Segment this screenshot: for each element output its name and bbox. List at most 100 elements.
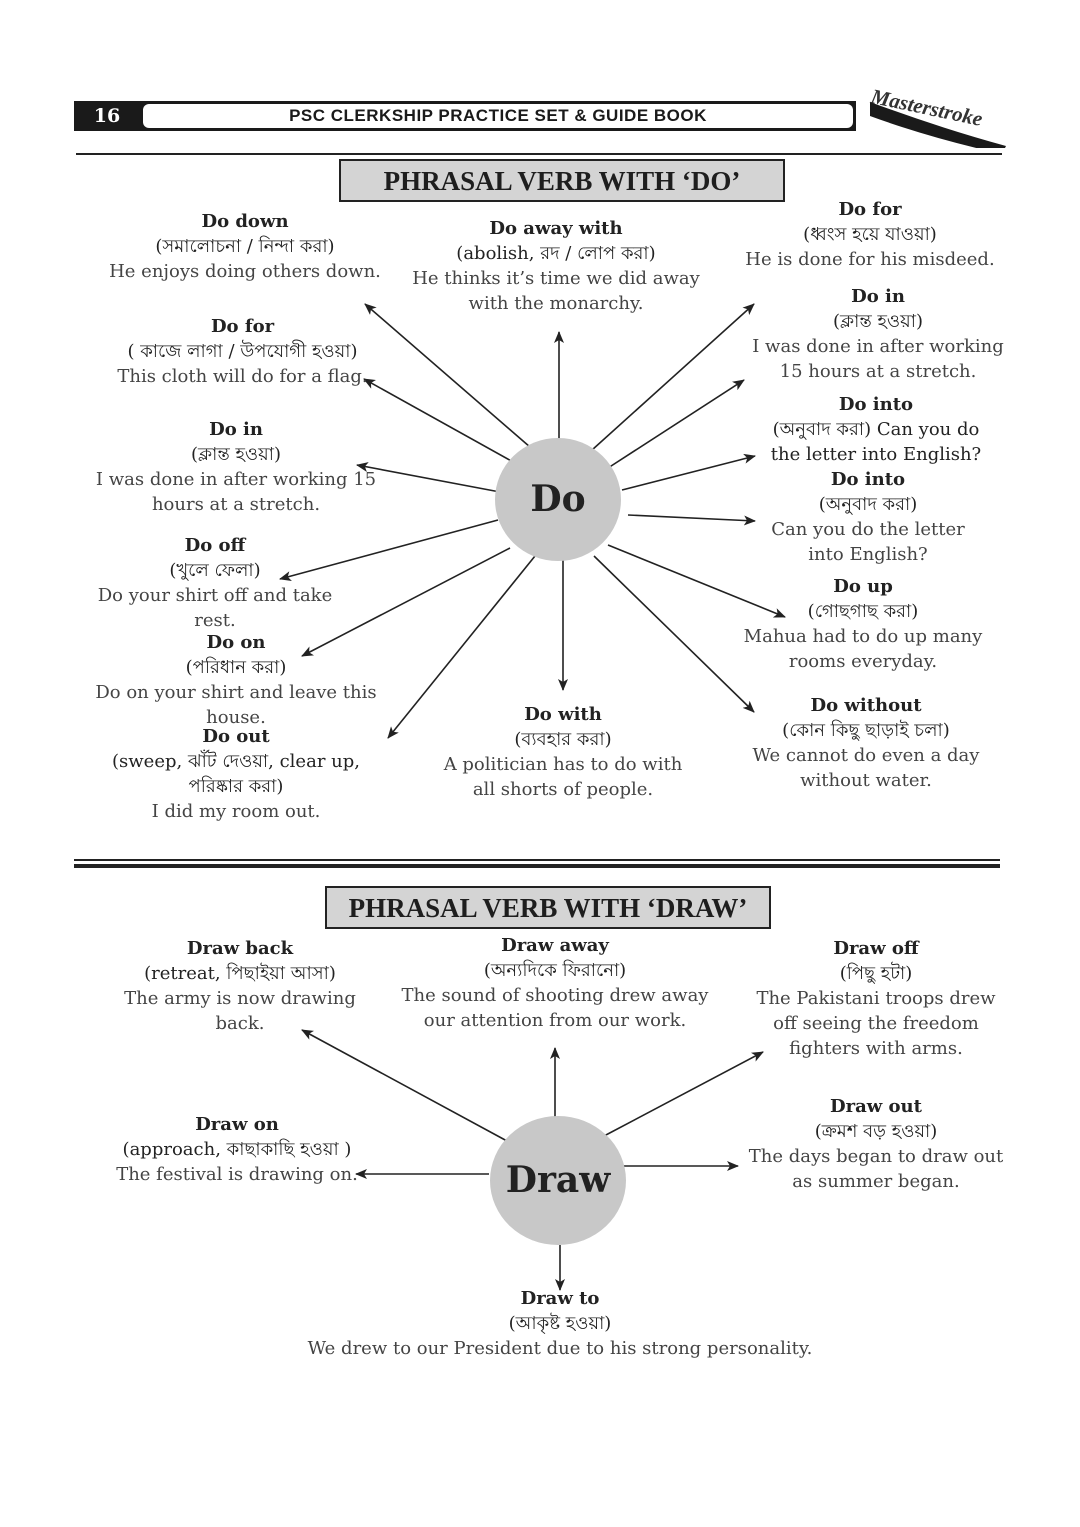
meaning: (পরিধান করা)	[185, 657, 287, 678]
do-up-entry: Do up (গোছগাছ করা) Mahua had to do up ma…	[725, 574, 1001, 674]
do-for-entry-2: Do for ( কাজে লাগা / উপযোগী হওয়া) This …	[100, 314, 385, 389]
term: Do away with	[489, 218, 623, 239]
arrow-do-for-2	[363, 378, 516, 464]
term: Do without	[810, 695, 922, 716]
term: Do in	[851, 286, 905, 307]
do-down-entry: Do down (সমালোচনা / নিন্দা করা) He enjoy…	[100, 209, 390, 284]
term: Draw on	[195, 1114, 279, 1135]
do-into-entry-1: Do into (অনুবাদ করা) Can you do the lett…	[760, 392, 992, 467]
meaning: (retreat, পিছাইয়া আসা)	[144, 963, 336, 984]
arrow-draw-back	[301, 1029, 508, 1142]
term: Do in	[209, 419, 263, 440]
example: A politician has to do with all shorts o…	[443, 754, 683, 800]
term: Do into	[838, 394, 914, 415]
example: Do your shirt off and take rest.	[97, 585, 333, 631]
meaning: (খুলে ফেলা)	[169, 560, 261, 581]
meaning: (পিছু হটা)	[839, 963, 913, 984]
meaning: (ক্লান্ত হওয়া)	[832, 311, 923, 332]
meaning: (abolish, রদ / লোপ করা)	[456, 243, 656, 264]
arrow-do-without	[593, 555, 755, 713]
arrow-do-down	[364, 303, 531, 448]
brand-swoosh	[870, 102, 1006, 148]
do-without-entry: Do without (কোন কিছু ছাড়াই চলা) We cann…	[728, 693, 1004, 793]
term: Do off	[184, 535, 246, 556]
arrow-do-in-1	[607, 379, 745, 469]
do-for-entry-1: Do for (ধ্বংস হয়ে যাওয়া) He is done fo…	[740, 197, 1000, 272]
meaning: (গোছগাছ করা)	[807, 601, 919, 622]
arrow-do-into-2	[627, 514, 756, 526]
meaning: (ক্লান্ত হওয়া)	[190, 444, 281, 465]
term: Do into	[830, 469, 906, 490]
draw-to-entry: Draw to (আকৃষ্ট হওয়া) We drew to our Pr…	[300, 1286, 820, 1361]
example: I was done in after working 15 hours at …	[752, 336, 1004, 382]
do-out-entry: Do out (sweep, ঝাঁট দেওয়া, clear up, পর…	[92, 724, 380, 824]
example: He enjoys doing others down.	[109, 261, 381, 282]
example: I was done in after working 15 hours at …	[95, 469, 377, 515]
example: The army is now drawing back.	[124, 988, 356, 1034]
meaning: (সমালোচনা / নিন্দা করা)	[155, 236, 335, 257]
meaning: (approach, কাছাকাছি হওয়া )	[122, 1139, 352, 1160]
meaning: (ধ্বংস হয়ে যাওয়া)	[803, 224, 937, 245]
meaning: (কোন কিছু ছাড়াই চলা)	[782, 720, 950, 741]
page-number: 16	[74, 101, 140, 131]
book-title: PSC CLERKSHIP PRACTICE SET & GUIDE BOOK	[143, 104, 853, 128]
meaning: (অনুবাদ করা)	[818, 494, 918, 515]
arrow-draw-off	[603, 1051, 764, 1137]
arrow-do-up	[607, 544, 786, 618]
arrow-do-in-2	[356, 462, 501, 493]
arrow-do-into-1	[621, 453, 756, 491]
example: The Pakistani troops drew off seeing the…	[756, 988, 996, 1059]
draw-away-entry: Draw away (অন্যদিকে ফিরানো) The sound of…	[396, 933, 714, 1033]
do-into-entry-2: Do into (অনুবাদ করা) Can you do the lett…	[752, 467, 984, 567]
arrow-do-off	[279, 519, 499, 581]
example: He is done for his misdeed.	[745, 249, 995, 270]
meaning: (ব্যবহার করা)	[514, 729, 612, 750]
term: Do down	[201, 211, 289, 232]
section-divider	[74, 859, 1000, 861]
draw-on-entry: Draw on (approach, কাছাকাছি হওয়া ) The …	[116, 1112, 358, 1187]
do-off-entry: Do off (খুলে ফেলা) Do your shirt off and…	[82, 533, 348, 633]
arrow-do-for-1	[591, 303, 755, 451]
example: The sound of shooting drew away our atte…	[401, 985, 709, 1031]
meaning: (আকৃষ্ট হওয়া)	[508, 1313, 612, 1334]
term: Draw out	[830, 1096, 922, 1117]
term: Draw back	[186, 938, 294, 959]
meaning: ( কাজে লাগা / উপযোগী হওয়া)	[127, 341, 358, 362]
meaning: (sweep, ঝাঁট দেওয়া, clear up, পরিষ্কার …	[112, 751, 360, 797]
example: This cloth will do for a flag.	[117, 366, 368, 387]
draw-out-entry: Draw out (ক্রমশ বড় হওয়া) The days bega…	[748, 1094, 1004, 1194]
meaning: (অনুবাদ করা) Can you do the letter into …	[770, 419, 982, 465]
term: Do up	[833, 576, 893, 597]
example: He thinks it’s time we did away with the…	[412, 268, 700, 314]
do-in-entry-1: Do in (ক্লান্ত হওয়া) I was done in afte…	[752, 284, 1004, 384]
meaning: (অন্যদিকে ফিরানো)	[483, 960, 627, 981]
do-with-entry: Do with (ব্যবহার করা) A politician has t…	[436, 702, 690, 802]
term: Do with	[524, 704, 602, 725]
example: I did my room out.	[151, 801, 321, 822]
term: Draw to	[520, 1288, 600, 1309]
meaning: (ক্রমশ বড় হওয়া)	[814, 1121, 938, 1142]
do-section-title: PHRASAL VERB WITH ‘DO’	[339, 159, 785, 202]
draw-back-entry: Draw back (retreat, পিছাইয়া আসা) The ar…	[104, 936, 376, 1036]
example: The days began to draw out as summer beg…	[748, 1146, 1004, 1192]
arrow-do-on	[301, 547, 511, 657]
term: Do for	[838, 199, 902, 220]
term: Do for	[210, 316, 275, 337]
term: Do on	[206, 632, 266, 653]
draw-off-entry: Draw off (পিছু হটা) The Pakistani troops…	[748, 936, 1004, 1061]
do-hub: Do	[495, 438, 621, 561]
do-away-with-entry: Do away with (abolish, রদ / লোপ করা) He …	[402, 216, 710, 316]
arrow-do-out	[387, 555, 536, 739]
example: We drew to our President due to his stro…	[307, 1338, 813, 1359]
example: Can you do the letter into English?	[771, 519, 965, 565]
draw-hub: Draw	[490, 1116, 626, 1245]
term: Draw off	[833, 938, 919, 959]
example: Do on your shirt and leave this house.	[95, 682, 377, 728]
section-divider	[74, 864, 1000, 868]
example: Mahua had to do up many rooms everyday.	[743, 626, 983, 672]
term: Do out	[202, 726, 270, 747]
example: We cannot do even a day without water.	[752, 745, 980, 791]
do-in-entry-2: Do in (ক্লান্ত হওয়া) I was done in afte…	[82, 417, 390, 517]
